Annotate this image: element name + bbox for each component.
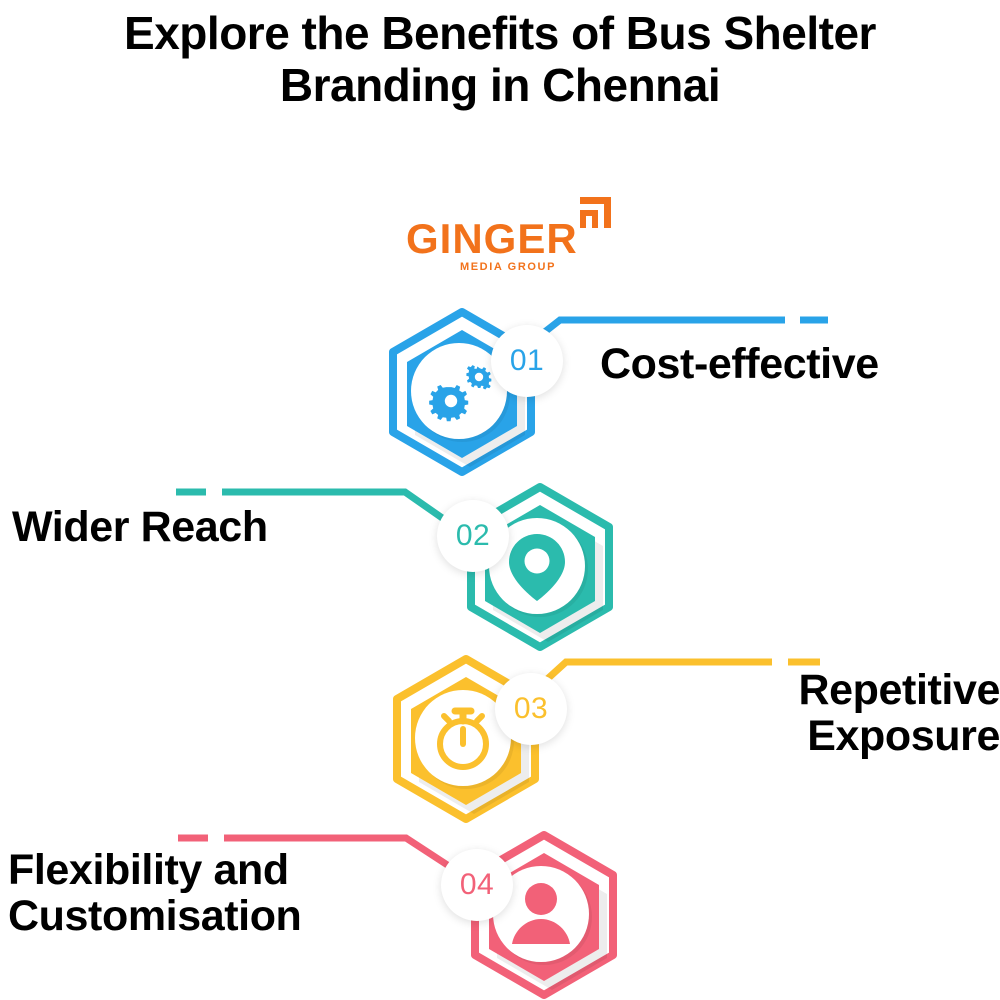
step-badge-4: 04 bbox=[441, 849, 513, 921]
step-badge-1: 01 bbox=[491, 325, 563, 397]
brand-logo: GINGER MEDIA GROUP bbox=[406, 196, 616, 282]
step-badge-1-number: 01 bbox=[509, 344, 545, 377]
gears-icon bbox=[429, 365, 492, 422]
step-label-wider-reach: Wider Reach bbox=[12, 503, 268, 551]
step-badge-2: 02 bbox=[437, 500, 509, 572]
brand-logo-name: GINGER bbox=[406, 215, 578, 262]
brand-logo-tagline: MEDIA GROUP bbox=[459, 261, 557, 273]
page-title-line-2: Branding in Chennai bbox=[279, 58, 721, 111]
page-title-line-1: Explore the Benefits of Bus Shelter bbox=[124, 7, 876, 59]
step-label-flexibility-customisation: Flexibility and Customisation bbox=[8, 846, 302, 940]
nested-bars-logo-mark-icon bbox=[566, 196, 612, 242]
step-label-repetitive-exposure: Repetitive Exposure bbox=[798, 666, 1000, 760]
stopwatch-icon bbox=[437, 707, 489, 770]
page-title: Explore the Benefits of Bus Shelter Bran… bbox=[0, 7, 1000, 111]
step-label-cost-effective: Cost-effective bbox=[600, 340, 879, 388]
step-badge-4-number: 04 bbox=[459, 868, 495, 901]
location-pin-icon bbox=[509, 534, 565, 601]
step-badge-2-number: 02 bbox=[455, 519, 491, 552]
person-icon bbox=[512, 883, 570, 944]
step-badge-3: 03 bbox=[495, 673, 567, 745]
step-badge-3-number: 03 bbox=[513, 692, 549, 725]
